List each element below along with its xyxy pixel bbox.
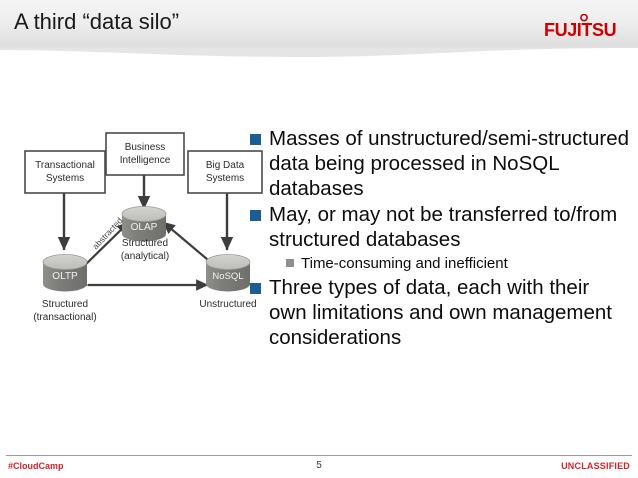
diagram-cylinder-oltp: OLTP: [42, 254, 88, 292]
page-title: A third “data silo”: [14, 9, 180, 34]
box-label-big-data-systems-line2: Systems: [206, 173, 244, 184]
bullet-square-icon: [250, 210, 261, 221]
diagram-cylinder-olap: OLAP: [121, 206, 167, 242]
caption-structured-transactional-line1: Structured: [42, 299, 88, 310]
diagram-box-transactional-systems: Transactional Systems: [24, 150, 106, 194]
box-label-business-intelligence-line1: Business: [125, 142, 166, 153]
svg-text:FUJITSU: FUJITSU: [544, 20, 616, 40]
bullet-square-icon: [250, 134, 261, 145]
cylinder-label-oltp: OLTP: [52, 271, 78, 282]
caption-unstructured-line1: Unstructured: [199, 299, 256, 310]
footer-divider: [6, 455, 632, 456]
data-silo-diagram: Business Intelligence Transactional Syst…: [22, 122, 266, 340]
caption-structured-analytical: Structured (analytical): [121, 238, 169, 262]
fujitsu-logo-icon: FUJITSU: [544, 14, 617, 40]
header-bottom-curve: [0, 44, 638, 57]
caption-structured-analytical-line2: (analytical): [121, 251, 169, 262]
bullet-text: May, or may not be transferred to/from s…: [269, 203, 618, 251]
caption-structured-transactional: Structured (transactional): [33, 299, 96, 323]
footer-hashtag: #CloudCamp: [8, 461, 64, 471]
edge-label-abstracted: abstracted: [90, 215, 125, 251]
fujitsu-logo: FUJITSU: [544, 14, 628, 40]
bullet-list: Masses of unstructured/semi-structured d…: [250, 126, 630, 351]
edge-nosql-olap: [162, 221, 215, 266]
diagram-box-big-data-systems: Big Data Systems: [187, 150, 263, 194]
bullet-item: Three types of data, each with their own…: [250, 275, 630, 350]
footer-page-number: 5: [316, 460, 322, 471]
cylinder-label-nosql: NoSQL: [212, 271, 243, 282]
caption-structured-transactional-line2: (transactional): [33, 312, 96, 323]
bullet-item: Masses of unstructured/semi-structured d…: [250, 126, 630, 201]
bullet-item: May, or may not be transferred to/from s…: [250, 202, 630, 252]
header-band: [0, 0, 638, 48]
cylinder-label-olap: OLAP: [131, 222, 158, 233]
caption-structured-analytical-line1: Structured: [122, 238, 168, 249]
footer-classification: UNCLASSIFIED: [561, 461, 630, 471]
bullet-text: Masses of unstructured/semi-structured d…: [269, 127, 630, 200]
caption-unstructured: Unstructured: [199, 299, 256, 310]
diagram-cylinder-nosql: NoSQL: [205, 254, 251, 292]
box-label-transactional-systems-line1: Transactional: [35, 160, 95, 171]
edge-oltp-olap: [81, 221, 130, 269]
bullet-square-icon: [250, 283, 261, 294]
bullet-text: Three types of data, each with their own…: [269, 276, 612, 349]
diagram-svg: Business Intelligence Transactional Syst…: [24, 132, 263, 323]
bullet-item-sub: Time-consuming and inefficient: [250, 253, 630, 274]
sub-bullet-square-icon: [286, 259, 294, 267]
diagram-box-business-intelligence: Business Intelligence: [105, 132, 185, 176]
box-label-business-intelligence-line2: Intelligence: [120, 155, 171, 166]
box-label-big-data-systems-line1: Big Data: [206, 160, 245, 171]
box-label-transactional-systems-line2: Systems: [46, 173, 84, 184]
bullet-text-sub: Time-consuming and inefficient: [301, 255, 508, 272]
